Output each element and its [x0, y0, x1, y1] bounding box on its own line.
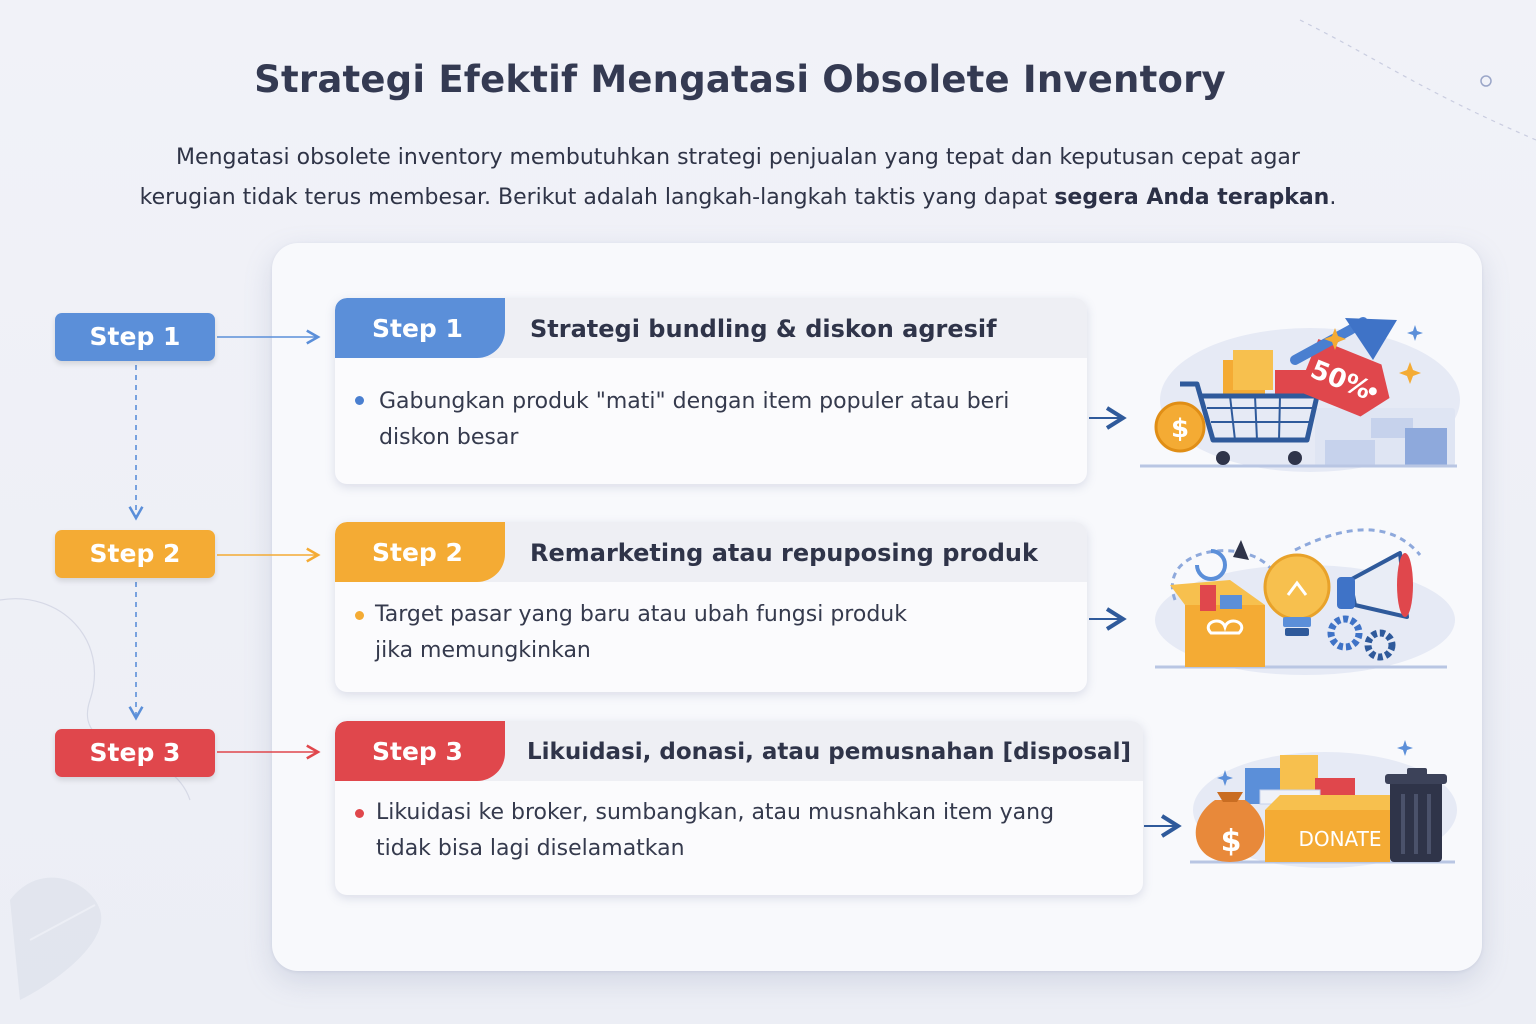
money-bag-icon: $	[1195, 792, 1265, 862]
gear-icon	[1327, 615, 1396, 661]
trend-arrow-icon	[1290, 317, 1397, 365]
coin-symbol: $	[1171, 414, 1189, 444]
trash-bin-icon	[1385, 768, 1447, 862]
step-3-description: Likuidasi ke broker, sumbangkan, atau mu…	[376, 800, 1055, 861]
disposal-donation-illustration: DONATE $	[1190, 740, 1457, 868]
bundling-discount-illustration: $ 50%	[1140, 317, 1460, 472]
step-2-description: Target pasar yang baru atau ubah fungsi …	[375, 602, 907, 663]
step-3-pill: Step 3	[55, 729, 215, 777]
step-1-card: Step 1 Strategi bundling & diskon agresi…	[335, 298, 1087, 484]
page-title: Strategi Efektif Mengatasi Obsolete Inve…	[254, 58, 1226, 101]
step-2-tab: Step 2	[335, 522, 505, 582]
step-1-title: Strategi bundling & diskon agresif	[530, 315, 997, 343]
step-3-title: Likuidasi, donasi, atau pemusnahan [disp…	[527, 739, 1131, 765]
intro-line-1: Mengatasi obsolete inventory membutuhkan…	[176, 145, 1300, 170]
donate-box-icon: DONATE	[1265, 795, 1400, 862]
coin-dollar-icon: $	[1154, 401, 1206, 453]
money-symbol: $	[1221, 824, 1242, 859]
step-1-tab: Step 1	[335, 298, 505, 358]
step-1-description: Gabungkan produk "mati" dengan item popu…	[379, 389, 1010, 450]
donate-label: DONATE	[1298, 827, 1381, 851]
step-2-card: Step 2 Remarketing atau repuposing produ…	[335, 522, 1087, 692]
bullet-dot	[355, 809, 364, 818]
step-1-pill: Step 1	[55, 313, 215, 361]
open-box-icon	[1170, 540, 1265, 667]
lightbulb-icon	[1263, 553, 1331, 636]
price-tag-icon: 50%	[1297, 339, 1390, 417]
step-2-title: Remarketing atau repuposing produk	[530, 539, 1038, 567]
bullet-dot	[355, 611, 364, 620]
intro-paragraph: Mengatasi obsolete inventory membutuhkan…	[90, 138, 1386, 218]
step-2-pill: Step 2	[55, 530, 215, 578]
step-3-tab: Step 3	[335, 721, 505, 781]
bullet-dot	[355, 396, 364, 405]
shopping-cart-icon	[1180, 350, 1320, 465]
intro-emphasis: segera Anda terapkan	[1054, 185, 1330, 210]
step-3-card: Step 3 Likuidasi, donasi, atau pemusnaha…	[335, 721, 1143, 895]
remarketing-illustration	[1155, 528, 1455, 675]
megaphone-icon	[1337, 551, 1413, 619]
intro-line-2: kerugian tidak terus membesar. Berikut a…	[139, 185, 1337, 210]
